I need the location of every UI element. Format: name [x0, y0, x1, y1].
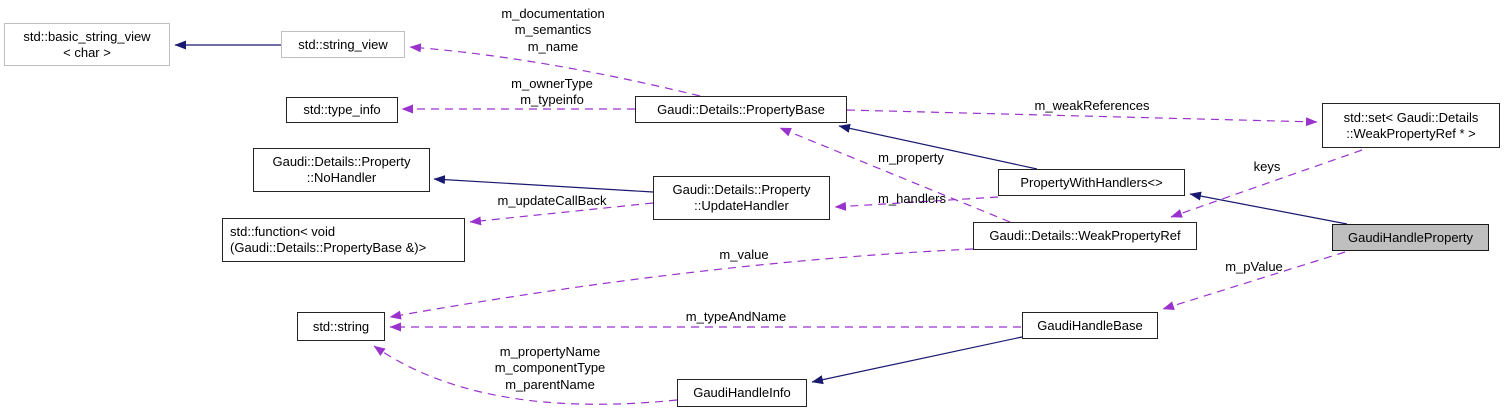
edge-weakpropertyref-to-stdstring [389, 248, 974, 320]
edge-label-value: m_value [719, 247, 769, 262]
class-node-propertywithhandlers[interactable]: PropertyWithHandlers<> [998, 169, 1185, 196]
edge-label-updatecallback: m_updateCallBack [497, 193, 607, 208]
edge-label-property: m_property [878, 150, 944, 165]
class-node-std-string[interactable]: std::string [297, 312, 385, 341]
class-node-gaudihandleproperty: GaudiHandleProperty [1332, 224, 1489, 251]
class-node-std-type-info[interactable]: std::type_info [286, 97, 398, 123]
class-node-property-nohandler[interactable]: Gaudi::Details::Property ::NoHandler [253, 148, 430, 192]
edge-label-ownertype-typeinfo: m_ownerType m_typeinfo [511, 76, 593, 108]
edge-label-weakreferences: m_weakReferences [1034, 98, 1150, 113]
edge-label-typeandname: m_typeAndName [685, 309, 787, 324]
edge-stdset-to-weakpropertyref [1170, 149, 1363, 218]
edge-label-keys: keys [1253, 159, 1281, 174]
class-node-property-updatehandler[interactable]: Gaudi::Details::Property ::UpdateHandler [653, 176, 830, 220]
edge-label-propertyname-componenttype-parentname: m_propertyName m_componentType m_parentN… [494, 344, 606, 392]
edge-label-handlers: m_handlers [878, 191, 946, 206]
class-node-std-string-view[interactable]: std::string_view [281, 31, 405, 58]
class-node-propertybase[interactable]: Gaudi::Details::PropertyBase [635, 96, 847, 123]
edge-propertywithhandlers-to-propertybase [838, 123, 1038, 170]
class-node-weakpropertyref[interactable]: Gaudi::Details::WeakPropertyRef [973, 222, 1197, 250]
class-node-gaudihandlebase[interactable]: GaudiHandleBase [1022, 312, 1158, 339]
edge-gaudihandleproperty-to-propertywithhandlers [1189, 191, 1348, 225]
edge-gaudihandleinfo-to-stdstring [373, 345, 678, 405]
edge-propertybase-to-stringview [409, 43, 701, 97]
edge-gaudihandleproperty-to-gaudihandlebase [1162, 251, 1346, 311]
edge-gaudihandlebase-to-gaudihandleinfo [811, 336, 1023, 385]
class-node-std-basic-string-view[interactable]: std::basic_string_view < char > [4, 23, 170, 66]
edge-label-pvalue: m_pValue [1225, 259, 1283, 274]
class-node-std-set-weakpropertyref[interactable]: std::set< Gaudi::Details ::WeakPropertyR… [1322, 103, 1500, 148]
class-node-std-function[interactable]: std::function< void (Gaudi::Details::Pro… [222, 218, 465, 262]
edge-updatehandler-to-stdfunction [469, 202, 654, 226]
edge-updatehandler-to-nohandler [433, 175, 654, 193]
edge-label-documentation-semantics-name: m_documentation m_semantics m_name [501, 6, 605, 54]
class-node-gaudihandleinfo[interactable]: GaudiHandleInfo [677, 379, 807, 407]
